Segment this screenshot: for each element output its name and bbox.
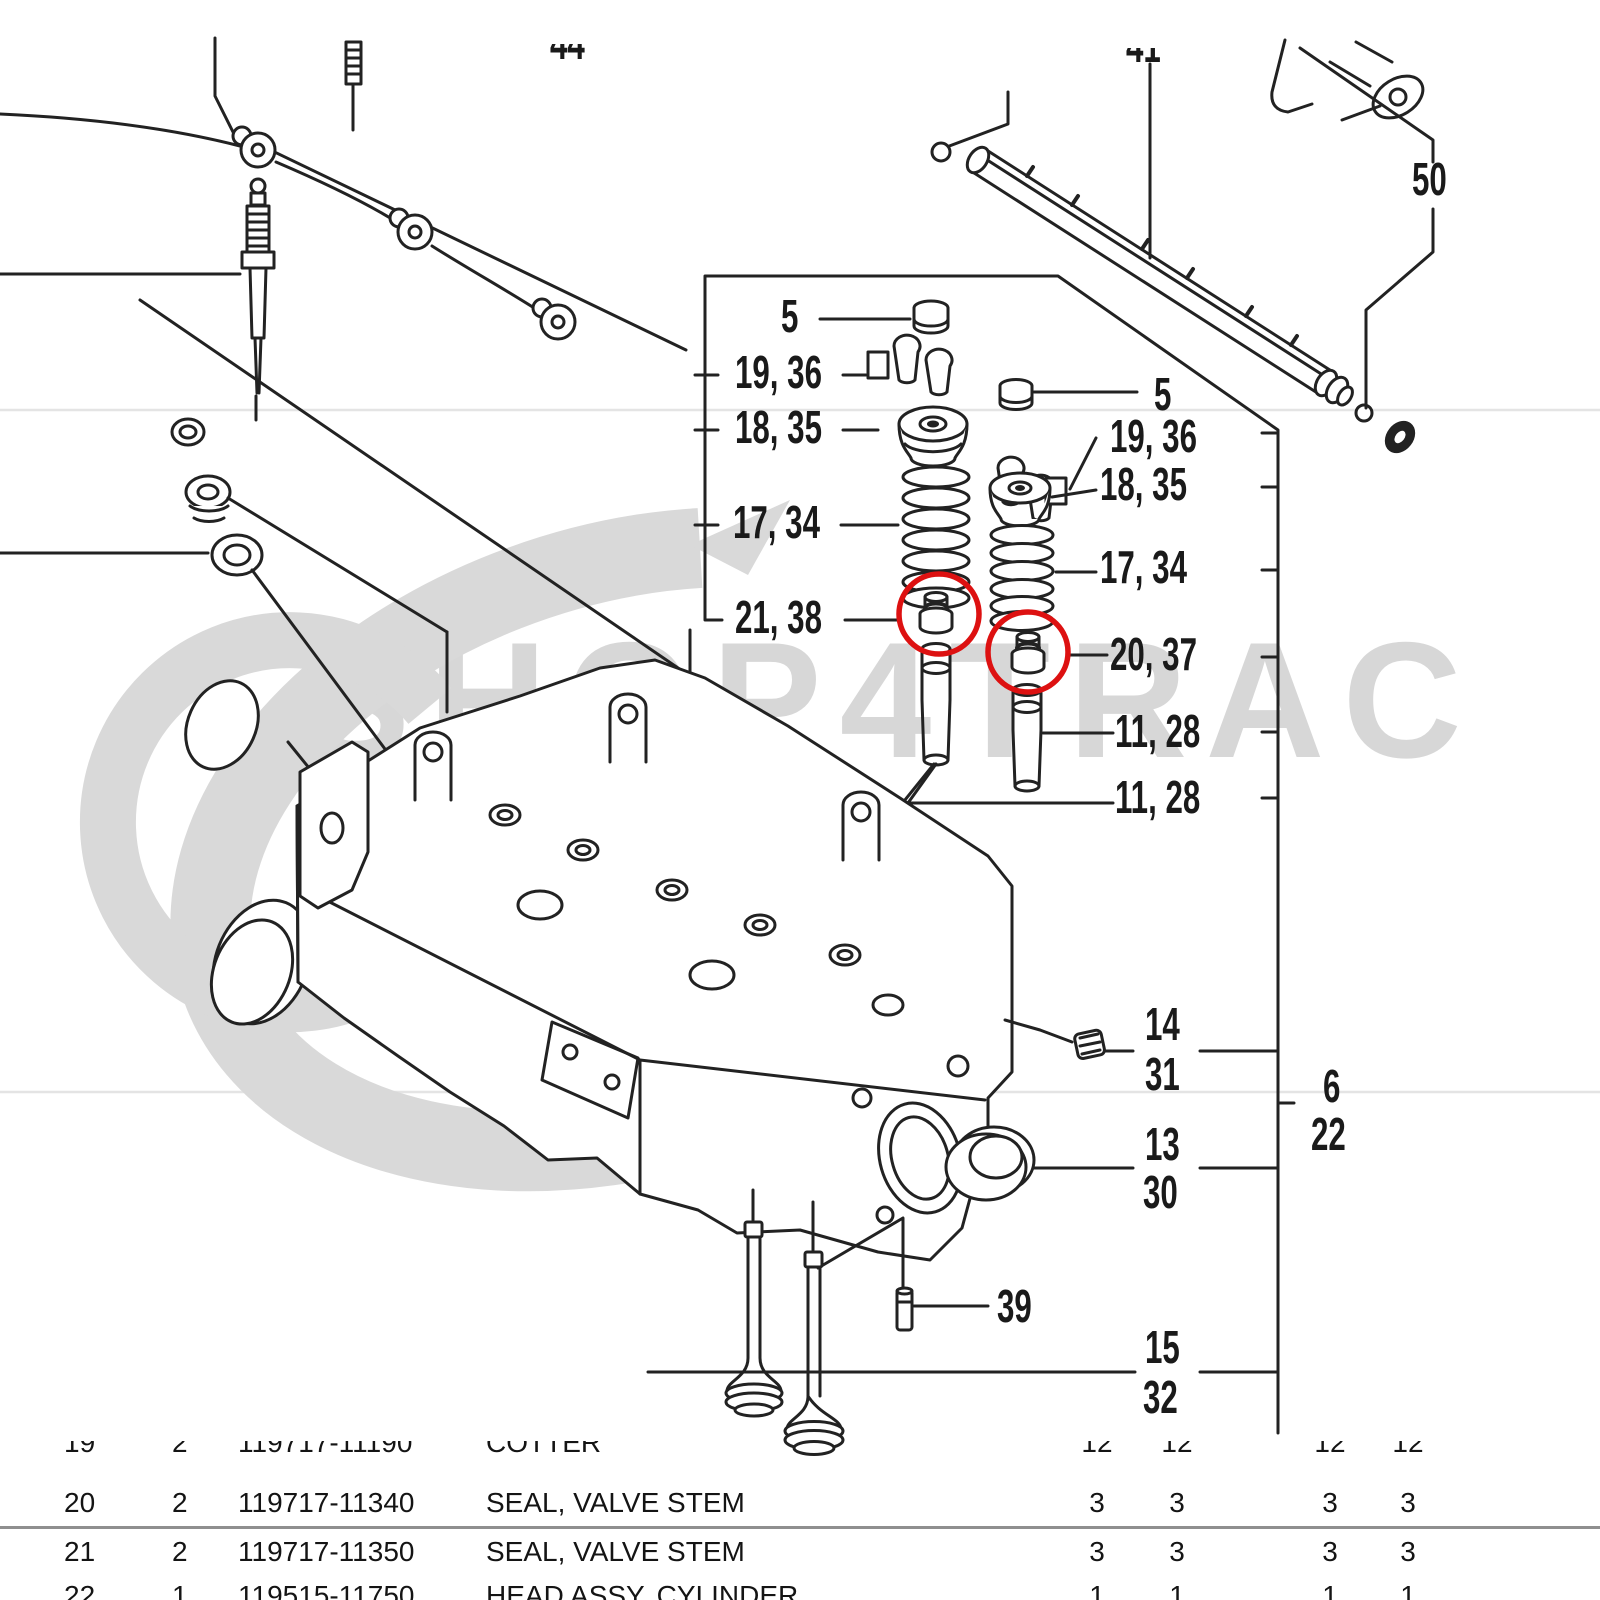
highlight-circle-seal-20-37 xyxy=(985,609,1071,695)
callout-17-34-left: 17, 34 xyxy=(733,496,820,548)
callout-31: 31 xyxy=(1145,1048,1180,1100)
pin-39-drawing xyxy=(816,1216,990,1332)
cell-qty: 2 xyxy=(172,1536,188,1567)
cell-qty: 1 xyxy=(172,1580,188,1600)
callout-5-left: 5 xyxy=(781,290,799,342)
valve-stem-seal-20-37 xyxy=(1010,631,1046,675)
callout-30: 30 xyxy=(1143,1166,1178,1218)
left-seal-parts-drawing xyxy=(0,417,692,1026)
callout-14: 14 xyxy=(1145,998,1180,1050)
cell-q4: 12 xyxy=(1392,1441,1424,1458)
callout-6: 6 xyxy=(1323,1060,1341,1112)
cell-q2: 3 xyxy=(1169,1487,1185,1518)
table-separator-line xyxy=(0,1526,1600,1529)
seal-ring-13-30-drawing xyxy=(944,1125,1280,1202)
callout-20-37: 20, 37 xyxy=(1110,628,1197,680)
highlight-circle-seal-21-38 xyxy=(896,571,982,657)
cell-desc: SEAL, VALVE STEM xyxy=(486,1487,745,1518)
cell-q2: 3 xyxy=(1169,1536,1185,1567)
callout-50: 50 xyxy=(1412,153,1447,205)
stud-bolt-drawing xyxy=(344,40,363,132)
valve-cover-edges xyxy=(138,36,702,685)
cell-q3: 3 xyxy=(1322,1487,1338,1518)
cell-q2: 1 xyxy=(1169,1580,1185,1600)
cell-desc: SEAL, VALVE STEM xyxy=(486,1536,745,1567)
callout-19-36-right: 19, 36 xyxy=(1110,410,1197,462)
callout-19-36-left: 19, 36 xyxy=(735,346,822,398)
cylinder-head-drawing xyxy=(295,658,1014,1262)
callout-22: 22 xyxy=(1311,1108,1346,1160)
cell-part: 119717-11190 xyxy=(238,1441,413,1458)
glow-plug-drawing xyxy=(0,177,276,422)
cell-q1: 12 xyxy=(1081,1441,1113,1458)
cell-item: 21 xyxy=(64,1536,96,1567)
callout-15: 15 xyxy=(1145,1321,1180,1373)
callout-50-bracket xyxy=(1298,46,1435,410)
callout-17-34-right: 17, 34 xyxy=(1100,541,1187,593)
cell-q4: 1 xyxy=(1400,1580,1416,1600)
cell-part: 119717-11340 xyxy=(238,1487,415,1518)
callout-41-partial: 41 xyxy=(1126,48,1190,66)
callout-39: 39 xyxy=(997,1280,1032,1332)
rocker-shaft-drawing xyxy=(930,46,1435,454)
cell-q4: 3 xyxy=(1400,1536,1416,1567)
callout-32: 32 xyxy=(1143,1371,1178,1423)
callout-5-right: 5 xyxy=(1154,368,1172,420)
cell-qty: 2 xyxy=(172,1441,188,1458)
cell-q3: 3 xyxy=(1322,1536,1338,1567)
cell-qty: 2 xyxy=(172,1487,188,1518)
plug-screw-14-31-drawing xyxy=(1003,1018,1280,1060)
cell-desc: HEAD ASSY, CYLINDER xyxy=(486,1580,799,1600)
callout-44-partial: 44 xyxy=(550,44,620,64)
cell-q1: 3 xyxy=(1089,1536,1105,1567)
cell-item: 20 xyxy=(64,1487,96,1518)
table-row-19-clipped: 19 2 119717-11190 COTTER 12 12 12 12 xyxy=(0,1441,1600,1462)
cell-part: 119717-11350 xyxy=(238,1536,415,1567)
cell-q2: 12 xyxy=(1161,1441,1193,1458)
cell-item: 22 xyxy=(64,1580,96,1600)
callout-11-28-a: 11, 28 xyxy=(1115,705,1201,757)
callout-18-35-right: 18, 35 xyxy=(1100,458,1187,510)
cell-desc: COTTER xyxy=(486,1441,602,1458)
cell-q3: 1 xyxy=(1322,1580,1338,1600)
callout-21-38-left: 21, 38 xyxy=(735,591,822,643)
cell-q1: 1 xyxy=(1089,1580,1105,1600)
valve-stem-seal-21-38 xyxy=(918,591,954,635)
callout-13: 13 xyxy=(1145,1118,1180,1170)
valve-guide-left xyxy=(920,642,952,767)
valve-guide-right xyxy=(1011,683,1043,793)
callout-18-35-left: 18, 35 xyxy=(735,401,822,453)
cell-q3: 12 xyxy=(1314,1441,1346,1458)
callout-11-28-b: 11, 28 xyxy=(1115,771,1201,823)
fuel-return-line-drawing xyxy=(0,112,577,341)
cell-part: 119515-11750 xyxy=(238,1580,415,1600)
cell-item: 19 xyxy=(64,1441,96,1458)
valves-drawing xyxy=(646,1188,1280,1456)
cell-q1: 3 xyxy=(1089,1487,1105,1518)
valve-parts-right xyxy=(988,378,1139,793)
cell-q4: 3 xyxy=(1400,1487,1416,1518)
